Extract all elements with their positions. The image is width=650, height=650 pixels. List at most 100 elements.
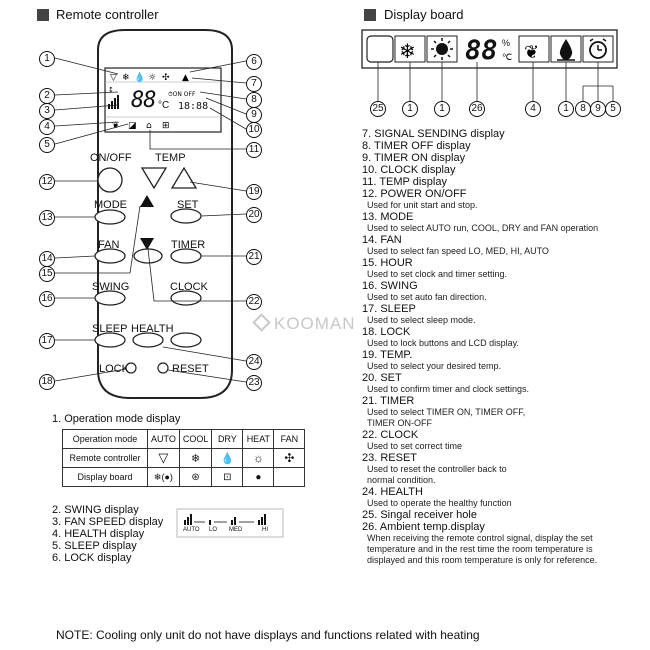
display-auto-icon: ❄(●)	[147, 467, 180, 487]
db-callout-8: 8	[575, 101, 591, 117]
db-callout-1c: 1	[558, 101, 574, 117]
lcd-sleep-icon: ◪	[128, 121, 137, 131]
description-text: Used to operate the healthy function	[367, 498, 512, 508]
description-title: 19. TEMP.	[362, 349, 413, 361]
callout-6: 6	[246, 54, 262, 70]
callout-18: 18	[39, 374, 55, 390]
callout-14: 14	[39, 251, 55, 267]
callout-11: 11	[246, 142, 262, 158]
description-text: Used to set correct time	[367, 441, 463, 451]
lcd-home-icon: ⌂	[146, 121, 152, 131]
op-row-remote: Remote controller	[62, 448, 148, 468]
description-text: Used to select TIMER ON, TIMER OFF,	[367, 407, 526, 417]
db-callout-9: 9	[590, 101, 606, 117]
remote-header: Remote controller	[56, 7, 159, 22]
description-text: When receiving the remote control signal…	[367, 533, 593, 543]
timer-label: TIMER	[171, 239, 206, 251]
mode-button-shape	[94, 209, 126, 225]
left-list: 2. SWING display 3. FAN SPEED display 4.…	[52, 504, 163, 564]
callout-22: 22	[246, 294, 262, 310]
db-callout-25: 25	[370, 101, 386, 117]
description-title: 26. Ambient temp.display	[362, 521, 485, 533]
lcd-timer-icon: ⏱ON OFF	[168, 91, 196, 98]
db-celsius: ℃	[502, 52, 513, 62]
callout-21: 21	[246, 249, 262, 265]
watermark: KOOMAN	[252, 313, 356, 334]
onoff-label: ON/OFF	[90, 152, 132, 164]
remote-diagram: ▽ ❄ 💧 ☼ ✣ ▲ ↕ ⏱ON OFF ❦ ◪ ⌂ ⊞	[54, 29, 247, 399]
lcd-heat-icon: ☼	[148, 73, 156, 83]
onoff-button-shape	[97, 167, 123, 193]
description-title: 18. LOCK	[362, 326, 411, 338]
description-title: 17. SLEEP	[362, 303, 416, 315]
op-row-display: Display board	[62, 467, 148, 487]
lcd-auto-icon: ▽	[110, 73, 117, 83]
watermark-text: KOOMAN	[274, 314, 356, 333]
callout-23: 23	[246, 375, 262, 391]
lcd-temp-digits: 88	[131, 88, 156, 113]
display-board-diagram: ❄ ❦	[361, 29, 618, 101]
callout-24: 24	[246, 354, 262, 370]
db-callout-1a: 1	[402, 101, 418, 117]
description-text: TIMER ON-OFF	[367, 418, 432, 428]
fan-button-shape	[94, 248, 126, 264]
callout-10: 10	[246, 122, 262, 138]
callout-9: 9	[246, 107, 262, 123]
description-title: 10. CLOCK display	[362, 164, 456, 176]
description-text: Used to select AUTO run, COOL, DRY and F…	[367, 223, 599, 233]
description-text: Used to set auto fan direction.	[367, 292, 487, 302]
temp-down-button	[140, 167, 168, 190]
extra-button-shape	[170, 332, 202, 348]
op-header-dry: DRY	[211, 429, 244, 449]
db-percent: %	[502, 38, 511, 48]
remote-fan-icon: ✣	[273, 448, 306, 468]
remote-auto-icon: ▽	[147, 448, 180, 468]
display-cool-icon: ⊛	[178, 467, 213, 487]
description-title: 16. SWING	[362, 280, 418, 292]
description-title: 11. TEMP display	[362, 176, 447, 188]
description-text: Used to set clock and timer setting.	[367, 269, 508, 279]
hour-down-arrow	[140, 238, 154, 250]
header-square-display	[364, 9, 376, 21]
description-title: 7. SIGNAL SENDING display	[362, 128, 505, 140]
table-row: Remote controller ▽ ❄ 💧 ☼ ✣	[62, 448, 306, 468]
description-text: Used for unit start and stop.	[367, 200, 478, 210]
description-text: temperature and in the rest time the roo…	[367, 544, 593, 554]
list-item: 6. LOCK display	[52, 552, 132, 564]
fan-label: FAN	[98, 239, 120, 251]
db-leaf-icon: ❦	[524, 42, 539, 63]
swing-button-shape	[94, 290, 126, 306]
op-header-cool: COOL	[178, 429, 213, 449]
description-title: 12. POWER ON/OFF	[362, 188, 467, 200]
lcd-clock: 18:88	[178, 101, 209, 112]
temp-label: TEMP	[155, 152, 186, 164]
callout-20: 20	[246, 207, 262, 223]
lcd-swing-icon: ↕	[108, 86, 114, 94]
description-title: 25. Singal receiver hole	[362, 509, 477, 521]
op-header-heat: HEAT	[242, 429, 275, 449]
health-button-shape	[132, 332, 164, 348]
db-temp-digits: 88	[465, 35, 498, 66]
description-text: displayed and this room temperature is o…	[367, 555, 598, 565]
db-callout-4: 4	[525, 101, 541, 117]
lcd-fan-icon: ✣	[162, 73, 170, 83]
fan-speed-diagram	[176, 508, 284, 538]
table-row: Display board ❄(●) ⊛ ⊡ ●	[62, 467, 306, 487]
op-header-fan: FAN	[273, 429, 306, 449]
description-text: Used to lock buttons and LCD display.	[367, 338, 519, 348]
list-item: 5. SLEEP display	[52, 540, 137, 552]
callout-4: 4	[39, 119, 55, 135]
list-item: 2. SWING display	[52, 504, 139, 516]
description-title: 24. HEALTH	[362, 486, 423, 498]
lcd-cool-icon: ❄	[122, 73, 130, 83]
list-item: 4. HEALTH display	[52, 528, 145, 540]
op-header-mode: Operation mode	[62, 429, 148, 449]
fan-speed-label-auto: AUTO	[183, 527, 200, 533]
display-heat-icon: ●	[242, 467, 275, 487]
db-callout-26: 26	[469, 101, 485, 117]
callout-1: 1	[39, 51, 55, 67]
clock-button-shape	[170, 290, 202, 306]
callout-7: 7	[246, 76, 262, 92]
db-snowflake-icon: ❄	[399, 39, 416, 63]
